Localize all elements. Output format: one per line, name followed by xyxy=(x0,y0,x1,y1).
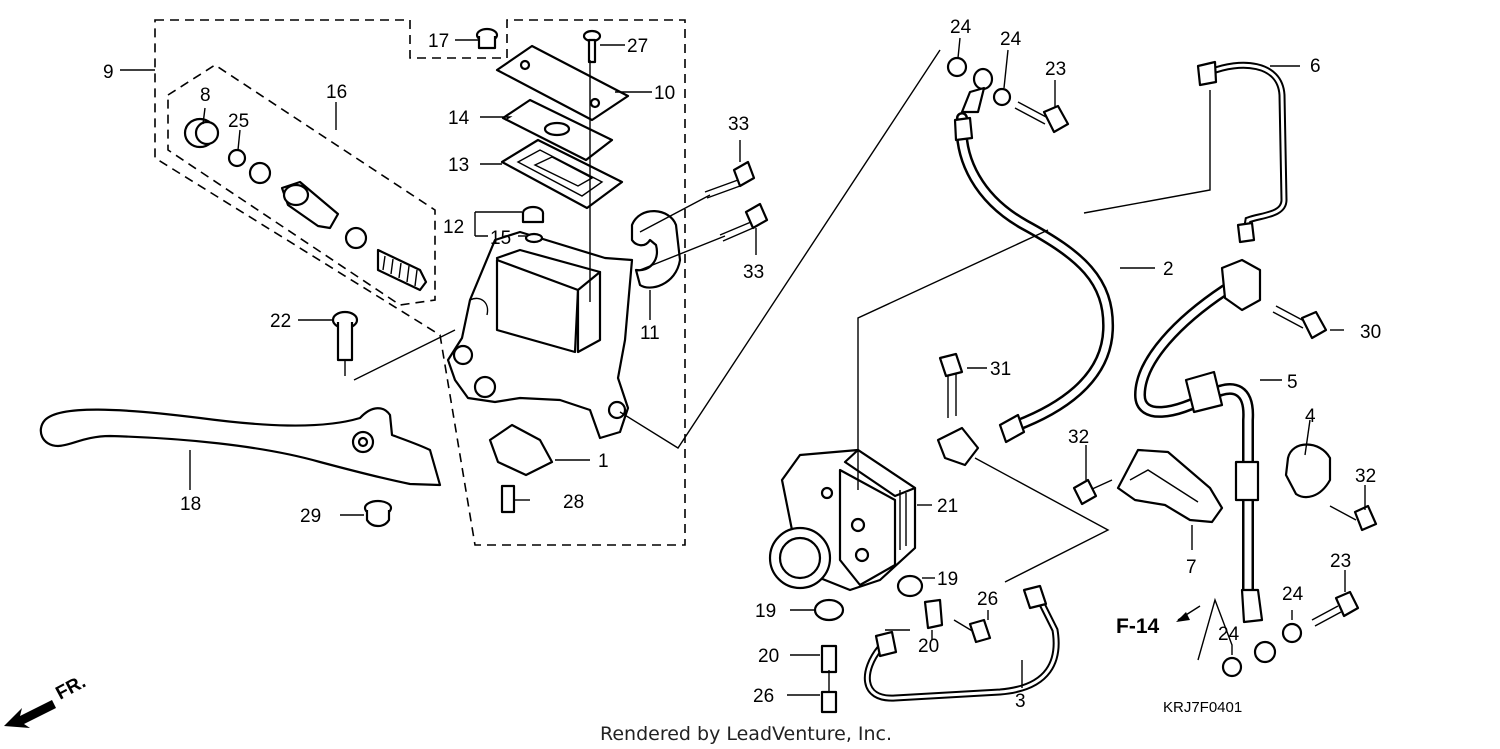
section-reference: F-14 xyxy=(1116,605,1201,638)
piston-set-16-frame xyxy=(167,64,436,306)
bolt-31 xyxy=(938,352,964,418)
bolt-23-lower xyxy=(1311,590,1360,627)
front-label: FR. xyxy=(52,672,89,705)
clamp-4 xyxy=(1284,443,1332,499)
washer-24d xyxy=(1281,622,1303,644)
callout-24-c: 24 xyxy=(1282,584,1304,605)
callout-7: 7 xyxy=(1186,557,1197,578)
callout-12: 12 xyxy=(443,217,464,238)
callout-11: 11 xyxy=(640,323,660,344)
callout-24-a: 24 xyxy=(950,17,972,38)
callout-17: 17 xyxy=(428,31,449,52)
callout-18: 18 xyxy=(180,494,201,515)
bolt-23-upper xyxy=(1014,101,1070,134)
holder-11 xyxy=(630,210,682,289)
callout-6: 6 xyxy=(1310,56,1321,77)
master-cylinder-body xyxy=(446,230,634,440)
assembly-9-frame xyxy=(154,19,686,546)
drawing-code: KRJ7F0401 xyxy=(1163,699,1242,716)
callout-29: 29 xyxy=(300,506,321,527)
callout-31: 31 xyxy=(990,359,1011,380)
callout-24-b: 24 xyxy=(1000,29,1022,50)
callout-14: 14 xyxy=(448,108,470,129)
screw-27 xyxy=(582,29,602,64)
bolt-30 xyxy=(1272,305,1328,340)
brake-lever-18 xyxy=(39,407,442,487)
bushing-29 xyxy=(363,499,393,528)
hose-stay-7 xyxy=(1116,448,1224,524)
bolt-33-upper xyxy=(704,160,756,199)
callout-13: 13 xyxy=(448,155,469,176)
brake-hose-2 xyxy=(936,67,1115,467)
callout-33-upper: 33 xyxy=(728,114,749,135)
callout-5: 5 xyxy=(1287,372,1298,393)
callout-labels: 9 17 27 10 14 13 12 15 8 25 16 33 33 11 … xyxy=(103,17,1381,712)
callout-25: 25 xyxy=(228,111,249,132)
credit-text: Rendered by LeadVenture, Inc. xyxy=(600,723,892,745)
reference-label: F-14 xyxy=(1116,615,1160,638)
callout-27: 27 xyxy=(627,36,648,57)
callout-24-d: 24 xyxy=(1218,624,1240,645)
callout-20-right: 20 xyxy=(918,636,939,657)
callout-20-left: 20 xyxy=(758,646,779,667)
leader-lines xyxy=(120,37,1366,696)
callout-8: 8 xyxy=(200,85,211,106)
callout-30: 30 xyxy=(1360,322,1381,343)
collar-20a xyxy=(923,598,944,630)
bolt-32-left xyxy=(1072,478,1113,506)
washer-24a xyxy=(946,56,968,78)
brake-pipe-3 xyxy=(863,584,1060,702)
screw-28 xyxy=(500,484,516,514)
collar-20b xyxy=(820,644,838,674)
washer-24c xyxy=(1221,656,1243,678)
callout-33-lower: 33 xyxy=(743,262,764,283)
bolt-32-right xyxy=(1329,504,1378,532)
abs-modulator-21 xyxy=(768,448,917,592)
bolt-12 xyxy=(521,205,545,224)
brake-switch-1 xyxy=(488,423,554,477)
callout-15: 15 xyxy=(490,228,511,249)
reservoir-diaphragm xyxy=(500,138,624,210)
brake-pipe-6 xyxy=(1196,60,1288,244)
callout-1: 1 xyxy=(598,451,609,472)
cap-19a xyxy=(896,574,924,598)
callout-23-a: 23 xyxy=(1045,59,1066,80)
callout-19-right: 19 xyxy=(937,569,958,590)
callout-19-left: 19 xyxy=(755,601,776,622)
callout-9: 9 xyxy=(103,62,114,83)
washer-24b xyxy=(992,87,1012,107)
callout-23-b: 23 xyxy=(1330,551,1351,572)
callout-10: 10 xyxy=(654,83,675,104)
callout-4: 4 xyxy=(1305,406,1316,427)
callout-32-left: 32 xyxy=(1068,427,1089,448)
callout-22: 22 xyxy=(270,311,291,332)
callout-3: 3 xyxy=(1015,691,1026,712)
callout-26-left: 26 xyxy=(753,686,774,707)
bolt-33-lower xyxy=(719,202,769,242)
front-direction-indicator: FR. xyxy=(4,672,89,728)
callout-28: 28 xyxy=(563,492,584,513)
callout-16: 16 xyxy=(326,82,347,103)
callout-26-right: 26 xyxy=(977,589,998,610)
callout-2: 2 xyxy=(1163,259,1174,280)
bolt-26a xyxy=(953,618,992,644)
cap-bolt-17 xyxy=(475,27,499,50)
brake-hose-5 xyxy=(1133,258,1277,664)
pivot-bolt-22 xyxy=(331,310,359,376)
washer-15 xyxy=(524,232,544,244)
piston-parts xyxy=(183,117,428,292)
bolt-26b xyxy=(820,670,838,714)
callout-21: 21 xyxy=(937,496,958,517)
front-arrow-icon xyxy=(4,700,56,728)
callout-32-right: 32 xyxy=(1355,466,1376,487)
cap-19b xyxy=(813,598,845,622)
